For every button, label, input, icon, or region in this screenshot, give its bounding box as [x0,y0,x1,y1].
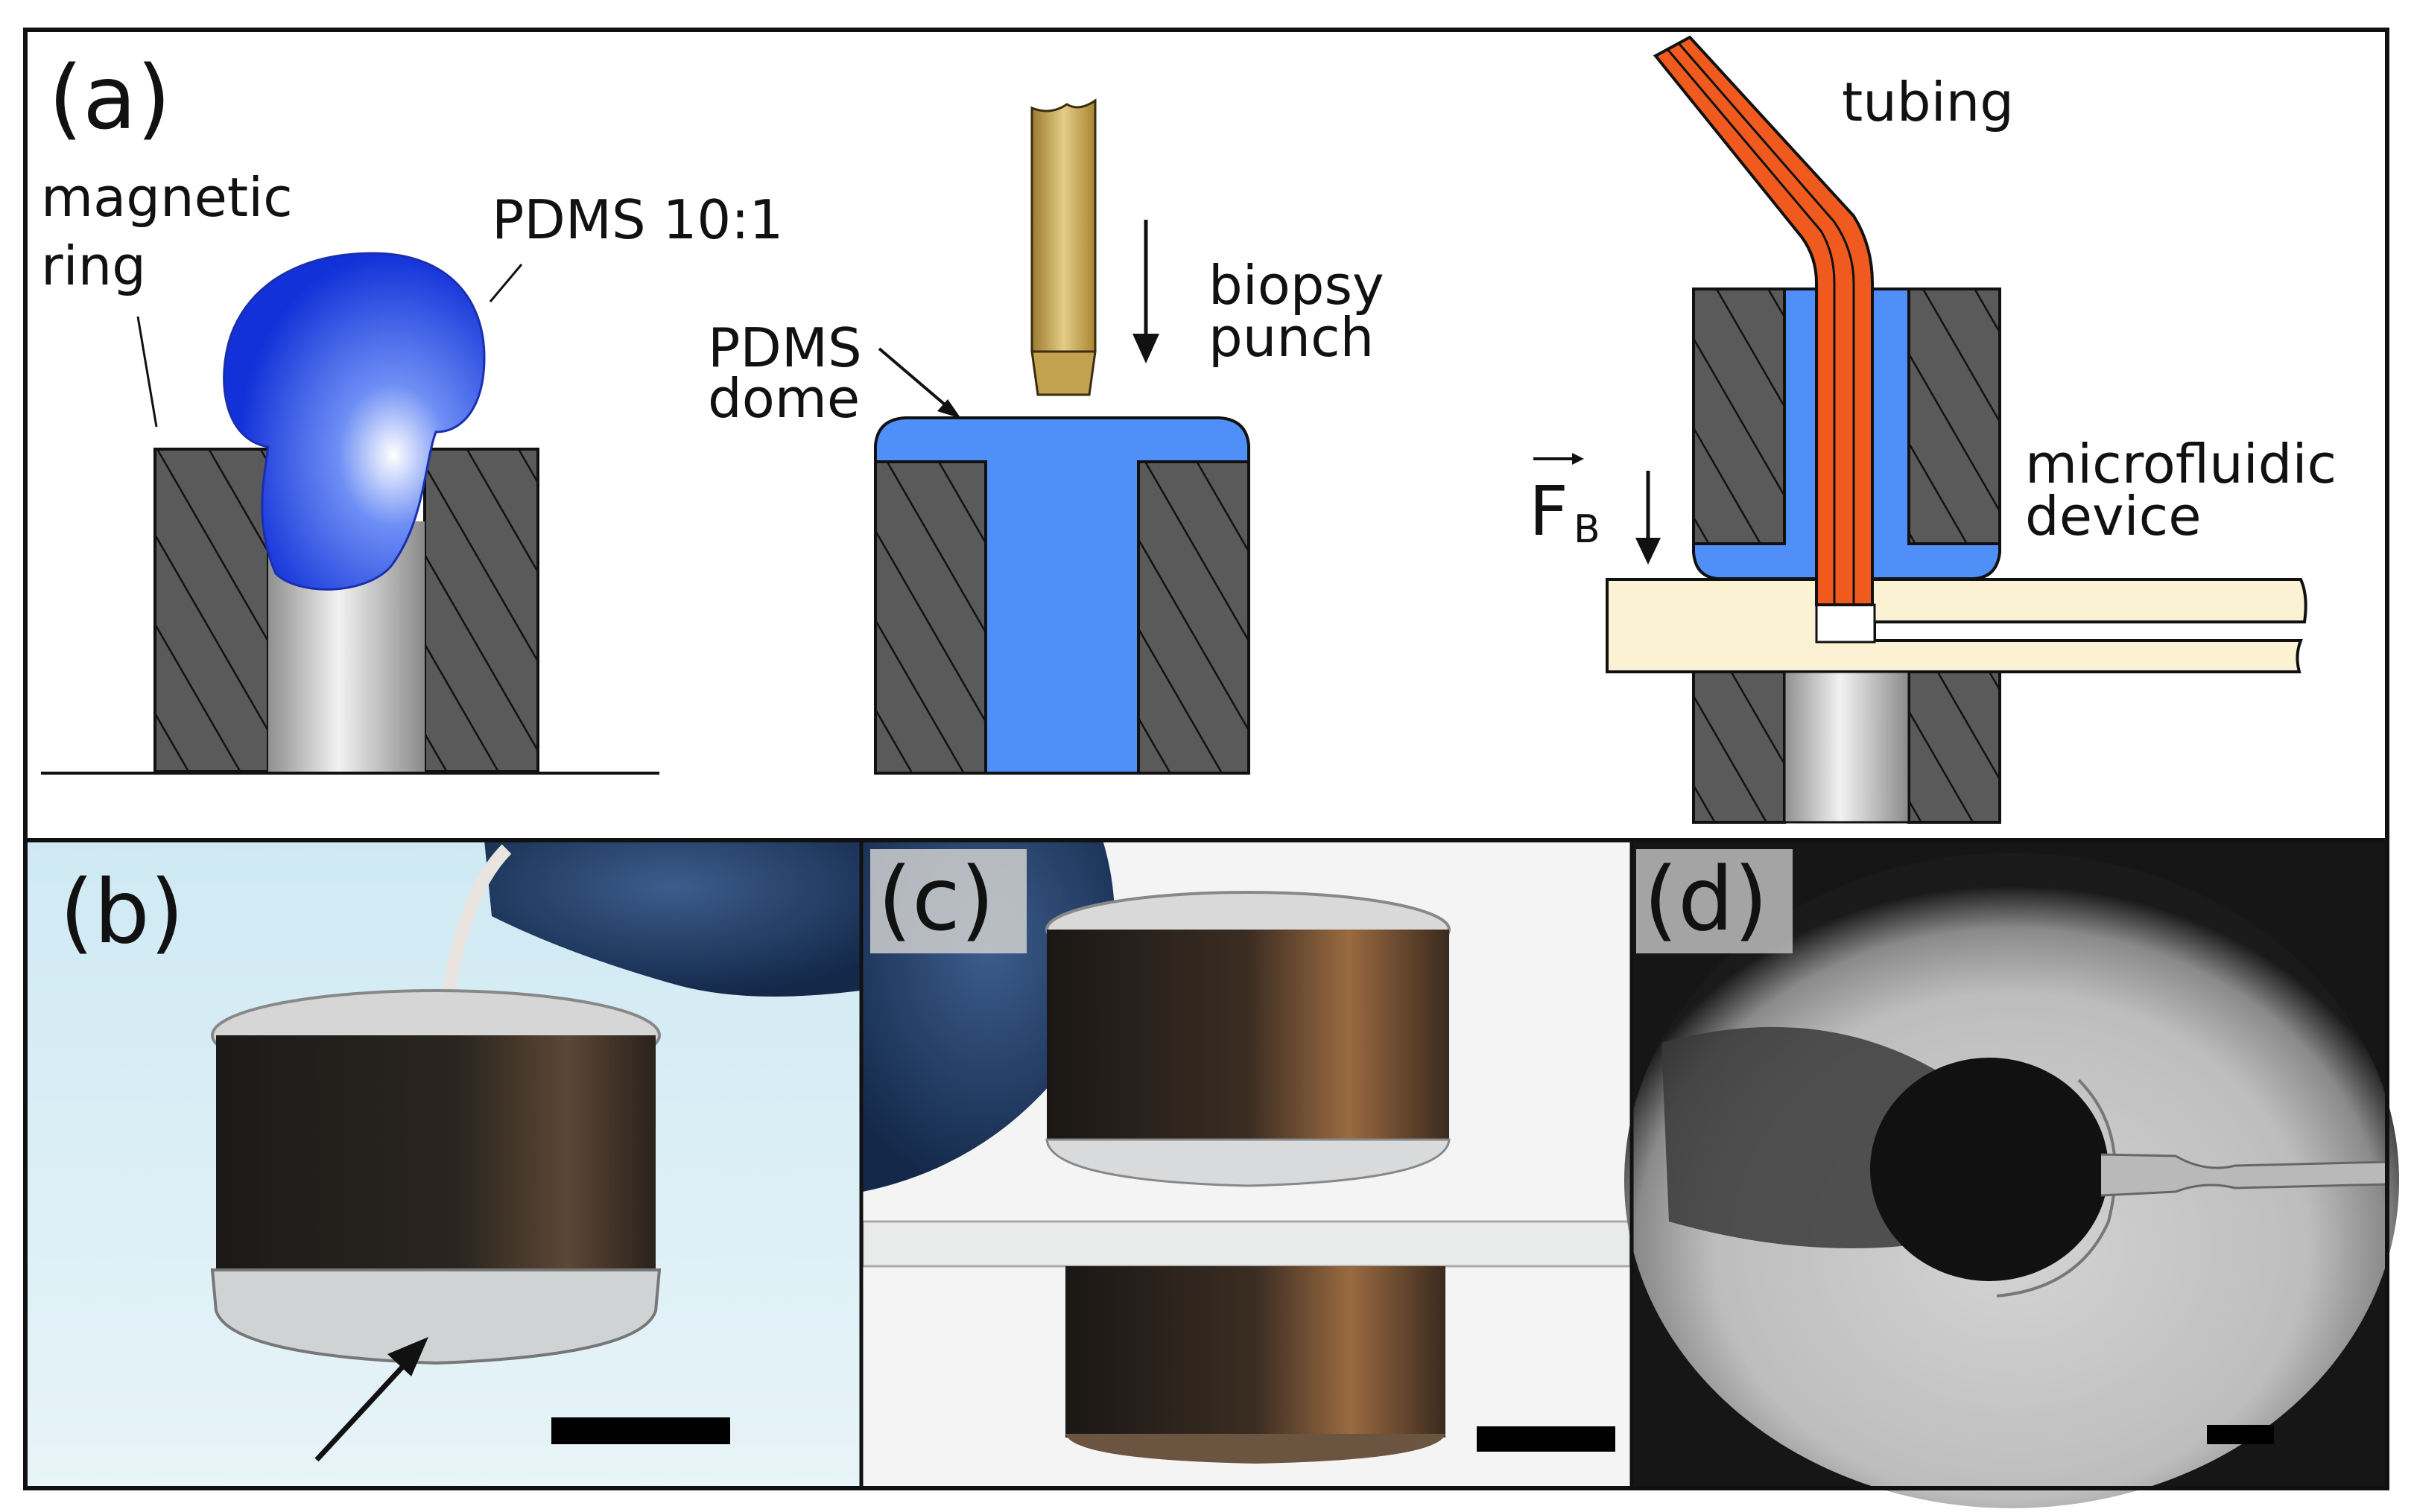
leader-pdms-dome [878,347,957,415]
label-pdms-ratio: PDMS 10:1 [492,188,783,251]
lower-magnet-right [1907,670,2001,824]
upper-magnet-left [1692,288,1786,545]
ring-right-wall [423,448,539,773]
panel-d-microscope: (d) [1624,840,2399,1508]
lower-magnet-left [1692,670,1786,824]
panel-c-photo: (c) [861,840,1632,1488]
upper-magnet-right [1907,288,2001,545]
label-tubing: tubing [1842,71,2014,133]
label-device: device [2025,485,2202,547]
step3-microfluidic-device: F B tubing microfluidic device [1529,35,2337,824]
panel-c-lower-magnet-body [1065,1266,1445,1438]
step2-biopsy-punch: PDMS dome biopsy punch [708,98,1384,775]
label-microfluidic: microfluidic [2025,433,2337,495]
panel-b-magnet-bottom [210,1268,662,1365]
panel-b-pointer-arrow-head [387,1337,428,1376]
panel-b-magnet-body [216,1035,656,1274]
tubing-outer [1653,35,1874,606]
panel-c-letter: (c) [878,848,995,950]
panel-d-scale-bar [2207,1425,2274,1444]
panel-c-device-slide [861,1220,1632,1268]
panel-c-letter-box [870,849,1027,953]
leader-pdms-dome-head [937,399,961,419]
panel-d-inlet-hole [1870,1058,2109,1281]
step1-magnetic-ring-with-pdms: magnetic ring PDMS 10:1 [41,166,783,775]
panel-b-letter: (b) [60,860,184,963]
ring-left-wall [153,448,270,773]
pdms-dome [874,416,1250,775]
pdms-droplet [223,252,486,591]
lower-magnet-bore [1783,670,1910,824]
biopsy-punch-tip [1030,350,1097,396]
force-subscript: B [1574,507,1600,552]
biopsy-punch-tube [1030,98,1097,353]
force-vector-bar-head [1572,453,1584,465]
leader-pdms [489,264,523,302]
panel-b-pointer-arrow-shaft [314,1361,408,1462]
panel-b-tubing [440,844,512,1007]
panel-d-inlet-rim [1996,1079,2117,1297]
step2-right-wall [1137,460,1250,775]
panel-a-letter: (a) [48,46,171,149]
tubing-lumen-right [1677,42,1855,605]
label-biopsy: biopsy [1208,254,1384,317]
force-symbol: F [1529,471,1568,551]
label-ring: ring [41,235,146,297]
step2-left-wall [874,460,987,775]
label-pdms: PDMS [708,317,862,379]
panel-c-upper-magnet-bottom [1045,1138,1451,1187]
panel-b-scale-bar [551,1417,730,1444]
label-magnetic: magnetic [41,166,293,229]
leader-magnetic-ring [136,316,158,428]
panel-b-glove [484,840,860,997]
device-channel [1815,603,1876,644]
panel-d-letter-box [1636,849,1793,953]
panel-c-lower-magnet-bottom [1065,1434,1445,1464]
force-arrow-head [1635,538,1661,565]
label-dome: dome [708,367,860,430]
punch-arrow-head [1132,334,1159,363]
tubing-lumen-left [1666,48,1836,605]
panel-c-scale-bar [1477,1426,1615,1452]
panel-d-letter: (d) [1644,848,1768,950]
panel-c-upper-magnet-body [1047,930,1449,1146]
panel-b-photo: (b) [25,840,860,1488]
bottom-row-frame [23,838,2389,1490]
label-punch: punch [1208,306,1374,369]
